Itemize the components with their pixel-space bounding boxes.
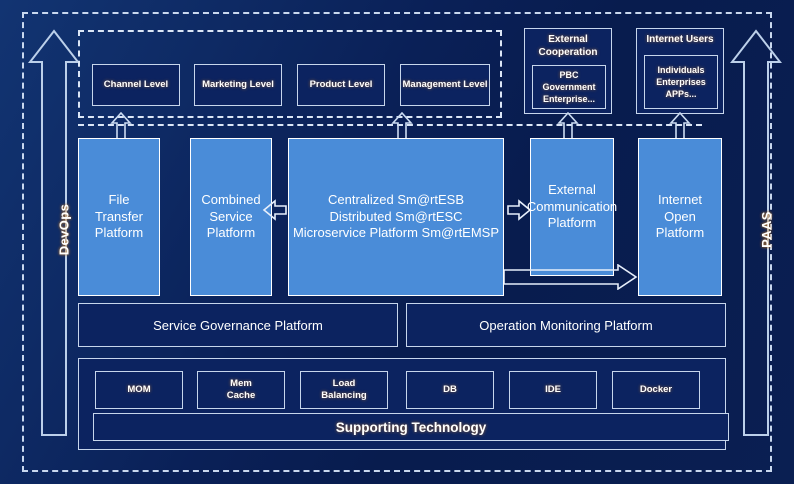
tech-box-ide[interactable]: IDE [509, 371, 597, 409]
platform-file-transfer-line1: File [108, 191, 130, 207]
core-to-internet-open-arrow-icon [503, 263, 638, 295]
internet-users-items: Individuals Enterprises APPs... [644, 55, 718, 109]
platform-core-line3: Microservice Platform Sm@rtEMSP [292, 225, 500, 241]
internet-users-group[interactable]: Internet Users Individuals Enterprises A… [636, 28, 724, 114]
devops-arrow-icon [28, 28, 80, 438]
outer-dashed-frame [22, 12, 772, 472]
platform-internet-open[interactable]: Internet Open Platform [638, 138, 722, 296]
external-cooperation-title: External Cooperation [538, 34, 598, 58]
platform-internet-open-line2: Open [664, 208, 696, 224]
platform-internet-open-line3: Platform [655, 225, 705, 241]
platform-combined-service-line2: Service [209, 208, 253, 224]
platform-external-comm-line3: Platform [547, 215, 597, 231]
devops-label: DevOps [56, 203, 72, 256]
platform-core-esb[interactable]: Centralized Sm@rtESB Distributed Sm@rtES… [288, 138, 504, 296]
platform-combined-service[interactable]: Combined Service Platform [190, 138, 272, 296]
internet-users-title: Internet Users [646, 34, 714, 45]
platform-file-transfer-line3: Platform [94, 225, 144, 241]
core-to-external-right-arrow-icon [506, 199, 532, 226]
platform-core-line1: Centralized Sm@rtESB [327, 191, 465, 207]
tech-box-mem-cache[interactable]: Mem Cache [197, 371, 285, 409]
tech-box-load-balancing-line1: Load [332, 378, 356, 390]
platform-combined-service-line1: Combined [201, 191, 261, 207]
platform-file-transfer-line2: Transfer [95, 208, 143, 224]
external-cooperation-group[interactable]: External Cooperation PBC Government Ente… [524, 28, 612, 114]
platform-external-comm-line2: Communication [526, 198, 618, 214]
combined-to-core-left-arrow-icon [262, 199, 288, 226]
level-box-marketing[interactable]: Marketing Level [194, 64, 282, 106]
level-box-product[interactable]: Product Level [297, 64, 385, 106]
platform-internet-open-line1: Internet [657, 191, 703, 207]
bar-service-governance[interactable]: Service Governance Platform [78, 303, 398, 347]
supporting-technology-title: Supporting Technology [93, 413, 729, 441]
level-box-management[interactable]: Management Level [400, 64, 490, 106]
platform-external-comm-line1: External [548, 181, 596, 197]
platform-core-line2: Distributed Sm@rtESC [329, 208, 463, 224]
tech-box-mem-cache-line1: Mem [230, 378, 252, 390]
paas-arrow-icon [730, 28, 782, 438]
tech-box-mom[interactable]: MOM [95, 371, 183, 409]
platform-file-transfer[interactable]: File Transfer Platform [78, 138, 160, 296]
external-cooperation-items: PBC Government Enterprise... [532, 65, 606, 109]
level-box-channel[interactable]: Channel Level [92, 64, 180, 106]
tech-box-load-balancing-line2: Balancing [321, 390, 367, 401]
tech-box-mem-cache-line2: Cache [226, 390, 256, 401]
tech-box-db[interactable]: DB [406, 371, 494, 409]
business-levels-group [78, 30, 502, 118]
platform-combined-service-line3: Platform [206, 225, 256, 241]
tech-box-docker[interactable]: Docker [612, 371, 700, 409]
levels-separator [78, 124, 702, 126]
tech-box-load-balancing[interactable]: Load Balancing [300, 371, 388, 409]
bar-operation-monitoring[interactable]: Operation Monitoring Platform [406, 303, 726, 347]
paas-label: PAAS [758, 211, 774, 248]
platform-external-communication[interactable]: External Communication Platform [526, 138, 618, 276]
